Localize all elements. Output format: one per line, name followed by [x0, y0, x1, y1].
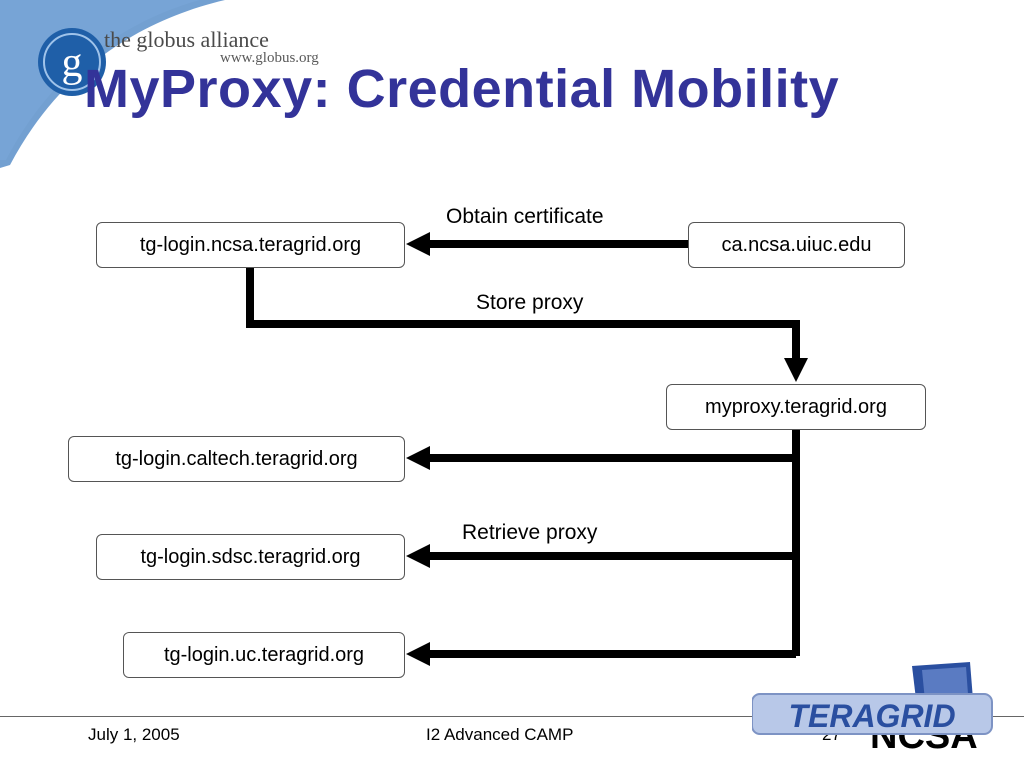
host-box-myproxy: myproxy.teragrid.org	[666, 384, 926, 430]
host-box-uc-login: tg-login.uc.teragrid.org	[123, 632, 405, 678]
flow-label-retrieve: Retrieve proxy	[462, 521, 598, 544]
globus-logo-icon: g	[38, 28, 106, 96]
teragrid-logo-text: TERAGRID	[788, 698, 955, 734]
arrowhead-caltech	[406, 446, 430, 470]
teragrid-logo-icon: TERAGRID	[752, 693, 993, 735]
arrowhead-uc	[406, 642, 430, 666]
flow-label-store: Store proxy	[476, 291, 584, 314]
flow-label-obtain: Obtain certificate	[446, 205, 604, 228]
host-box-ncsa-login: tg-login.ncsa.teragrid.org	[96, 222, 405, 268]
globus-org-url: www.globus.org	[220, 50, 319, 66]
host-box-caltech-login: tg-login.caltech.teragrid.org	[68, 436, 405, 482]
arrowhead-ncsa	[406, 232, 430, 256]
footer-event: I2 Advanced CAMP	[426, 725, 574, 744]
store-connector	[246, 268, 800, 358]
arrowhead-sdsc	[406, 544, 430, 568]
footer-date: July 1, 2005	[88, 725, 180, 744]
globus-logo-letter: g	[62, 40, 83, 86]
host-box-sdsc-login: tg-login.sdsc.teragrid.org	[96, 534, 405, 580]
teragrid-ncsa-logo: NCSA TERAGRID	[752, 662, 993, 757]
footer-divider	[0, 716, 1024, 717]
host-box-ca: ca.ncsa.uiuc.edu	[688, 222, 905, 268]
corner-swoosh: g	[0, 0, 225, 168]
arrowhead-myproxy	[784, 358, 808, 382]
slide-title: MyProxy: Credential Mobility	[84, 59, 840, 119]
globus-org-name: the globus alliance	[104, 27, 269, 52]
